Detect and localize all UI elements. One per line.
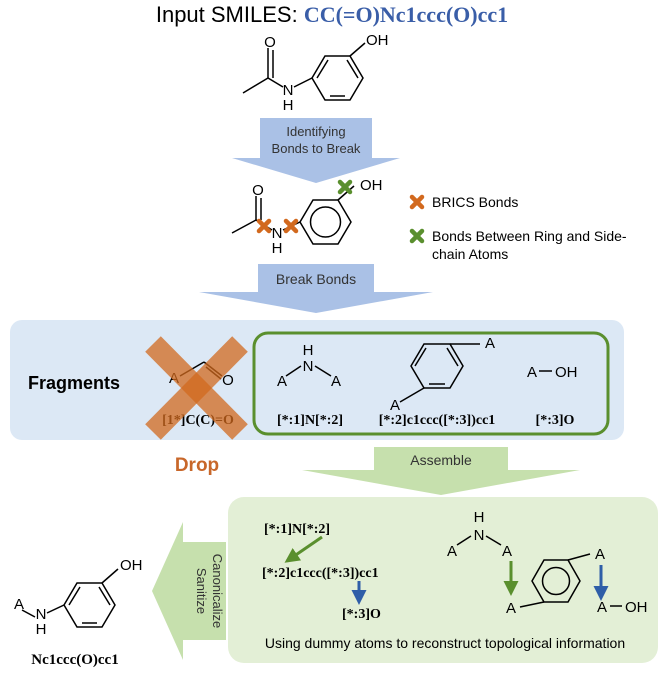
hydroxyl-fragment-smiles: [*:3]O: [536, 413, 575, 428]
assembly-benzene-dummy-top: A: [595, 546, 605, 563]
marked-hydroxyl-label: OH: [360, 177, 383, 194]
output-molecule: A N H OH: [14, 557, 143, 638]
break-arrow: [199, 264, 433, 313]
assembly-hydroxyl: A OH: [597, 599, 648, 616]
sanitize-label-line1: Sanitize: [194, 568, 209, 614]
drop-label: Drop: [175, 455, 219, 476]
hydroxyl-dummy-label: A: [527, 364, 537, 381]
legend-brics-label: BRICS Bonds: [432, 194, 518, 210]
brics-cross-icon: [409, 194, 425, 210]
sanitize-arrow: [152, 522, 226, 660]
amine-hydrogen-label: H: [303, 342, 314, 359]
assembly-smiles-hydroxyl: [*:3]O: [342, 607, 381, 622]
benzene-dummy-top: A: [485, 335, 495, 352]
input-oxygen-label: O: [264, 34, 276, 51]
ring-bond-cross-icon: [337, 179, 353, 195]
output-dummy-label: A: [14, 596, 24, 613]
marked-hydrogen-label: H: [272, 240, 283, 257]
hydroxyl-oh-label: OH: [555, 364, 578, 381]
hydroxyl-fragment: A OH [*:3]O: [527, 364, 578, 428]
kept-fragments-box: [252, 331, 610, 436]
dropped-oxygen-label: O: [222, 372, 234, 389]
benzene-fragment-smiles: [*:2]c1ccc([*:3])cc1: [379, 413, 496, 428]
input-nitrogen-label: N: [283, 82, 294, 99]
legend-ring-label-line2: chain Atoms: [432, 246, 508, 262]
assembly-smiles-benzene: [*:2]c1ccc([*:3])cc1: [262, 566, 379, 581]
assembly-benzene-dummy-bottom: A: [506, 600, 516, 617]
fragments-title: Fragments: [28, 373, 120, 393]
assembly-link-arrow-green: [284, 535, 323, 563]
benzene-fragment: A A [*:2]c1ccc([*:3])cc1: [379, 335, 496, 428]
identify-label-line2: Bonds to Break: [272, 141, 361, 156]
amine-fragment-smiles: [*:1]N[*:2]: [277, 413, 343, 428]
output-smiles: Nc1ccc(O)cc1: [31, 652, 118, 668]
input-molecule: [242, 42, 366, 101]
output-nitrogen-label: N: [36, 606, 47, 623]
output-hydroxyl-label: OH: [120, 557, 143, 574]
assembly-amine-nitrogen: N: [474, 527, 485, 544]
amine-dummy-left: A: [277, 373, 287, 390]
drop-cross-icon: [145, 336, 248, 440]
assembly-amine-dummy-right: A: [502, 543, 512, 560]
marked-oxygen-label: O: [252, 182, 264, 199]
assembly-benzene: A A: [506, 546, 605, 617]
amine-nitrogen-label: N: [303, 358, 314, 375]
brics-cross-icon: [283, 218, 299, 234]
assembly-caption: Using dummy atoms to reconstruct topolog…: [265, 635, 625, 651]
brics-cross-icon: [256, 218, 272, 234]
marked-molecule: [231, 185, 355, 245]
assembly-hydroxyl-dummy: A: [597, 599, 607, 616]
input-hydrogen-label: H: [283, 97, 294, 114]
amine-fragment: H N A A [*:1]N[*:2]: [277, 342, 343, 428]
assemble-label: Assemble: [410, 452, 472, 468]
amine-dummy-right: A: [331, 373, 341, 390]
break-label: Break Bonds: [276, 271, 356, 287]
input-smiles-header: Input SMILES: CC(=O)Nc1ccc(O)cc1: [156, 2, 508, 27]
identify-arrow: [232, 118, 400, 183]
assemble-arrow: [302, 447, 580, 495]
marked-nitrogen-label: N: [272, 225, 283, 242]
assembly-smiles-amine: [*:1]N[*:2]: [264, 522, 330, 537]
assembly-hydroxyl-oh: OH: [625, 599, 648, 616]
assembly-amine-dummy-left: A: [447, 543, 457, 560]
output-hydrogen-label: H: [36, 621, 47, 638]
assembly-amine: H N A A: [447, 509, 512, 560]
benzene-dummy-bottom: A: [390, 397, 400, 414]
legend-ring-label-line1: Bonds Between Ring and Side-: [432, 228, 627, 244]
input-hydroxyl-label: OH: [366, 32, 389, 49]
assembly-panel: [228, 497, 658, 663]
identify-label-line1: Identifying: [286, 124, 345, 139]
sanitize-label-line2: Canonicalize: [210, 554, 225, 628]
assembly-amine-hydrogen: H: [474, 509, 485, 526]
ring-bond-cross-icon: [409, 228, 425, 244]
